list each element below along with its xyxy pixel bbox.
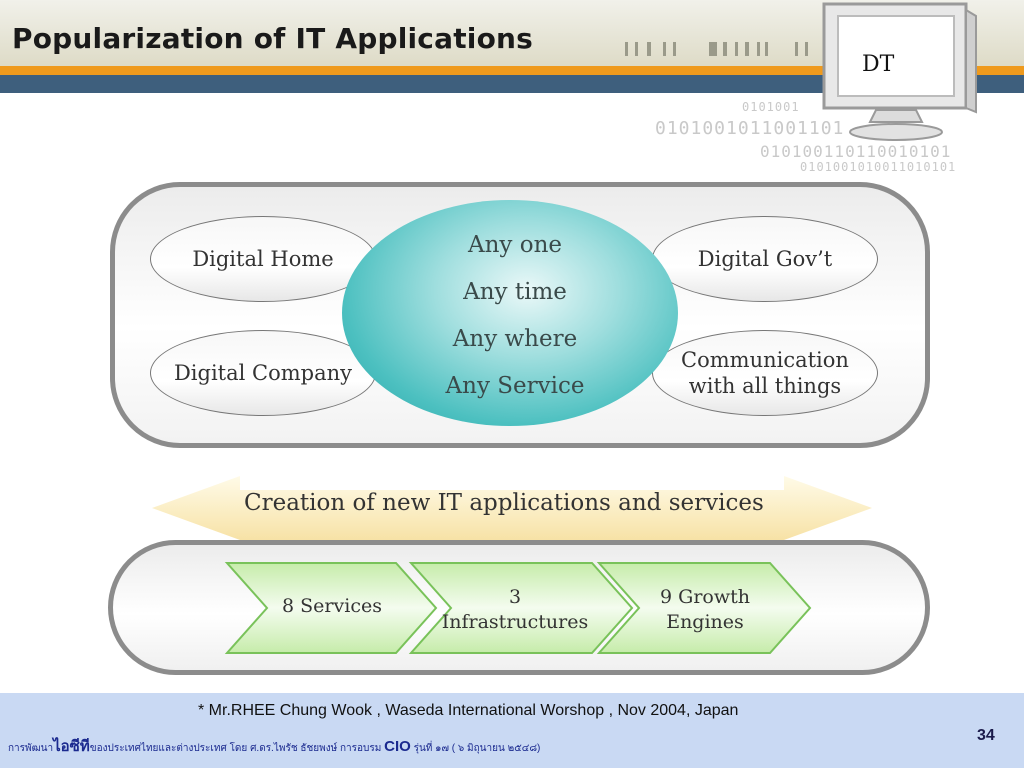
communication-label-line2: with all things: [688, 374, 842, 398]
chevron-growth-line2: Engines: [666, 610, 744, 633]
chevron-infrastructures-line1: 3: [508, 586, 522, 608]
communication-ellipse: Communication with all things: [652, 330, 878, 416]
orange-accent-bar: [0, 66, 1024, 75]
chevron-services-line1: 8 Services: [282, 595, 382, 617]
footer-thai-highlight: ไอซีที: [53, 738, 90, 755]
any-one-text: Any one: [468, 232, 562, 258]
footer-cio: CIO: [384, 738, 411, 755]
page-title: Popularization of IT Applications: [12, 22, 534, 55]
decorative-barcode: [625, 38, 835, 58]
footer-thai-prefix: การพัฒนา: [8, 743, 54, 754]
footer-course-text: การพัฒนาไอซีทีของประเทศไทยและต่างประเทศ …: [8, 734, 540, 758]
footer-thai-mid: ของประเทศไทยและต่างประเทศ โดย ศ.ดร.ไพรัช…: [89, 743, 385, 754]
chevron-services-label: 8 Services: [262, 594, 402, 619]
footer-band: [0, 693, 1024, 768]
digital-company-label: Digital Company: [173, 360, 353, 385]
chevron-growth-label: 9 Growth Engines: [640, 585, 770, 634]
digital-company-ellipse: Digital Company: [150, 330, 376, 416]
any-service-text: Any Service: [445, 373, 585, 399]
dt-badge-label: DT: [862, 52, 895, 77]
communication-label-line1: Communication: [681, 347, 849, 372]
digital-home-ellipse: Digital Home: [150, 216, 376, 302]
page-number: 34: [977, 727, 995, 744]
chevron-infrastructures-label: 3 Infrastructures: [440, 585, 590, 634]
binary-pattern-3: 010100110110010101: [760, 142, 952, 161]
chevron-infrastructures-line2: Infrastructures: [441, 610, 589, 633]
chevron-growth-line1: 9 Growth: [660, 586, 750, 608]
digital-gov-ellipse: Digital Gov’t: [652, 216, 878, 302]
creation-arrow: [152, 476, 872, 540]
binary-pattern-1: 0101001: [742, 100, 800, 114]
creation-label: Creation of new IT applications and serv…: [244, 490, 764, 516]
footer-thai-suffix: รุ่นที่ ๑๗ ( ๖ มิถุนายน ๒๕๔๘): [410, 743, 541, 754]
monitor-icon: [822, 2, 977, 141]
anywhere-circle: [342, 200, 678, 426]
binary-pattern-2: 0101001011001101: [655, 118, 845, 139]
any-where-text: Any where: [452, 326, 578, 352]
citation-text: * Mr.RHEE Chung Wook , Waseda Internatio…: [198, 702, 739, 719]
digital-home-label: Digital Home: [192, 246, 334, 271]
binary-pattern-4: 0101001010011010101: [800, 160, 957, 174]
any-time-text: Any time: [463, 279, 567, 305]
blue-header-bar: [0, 75, 1024, 93]
digital-gov-label: Digital Gov’t: [697, 246, 833, 271]
